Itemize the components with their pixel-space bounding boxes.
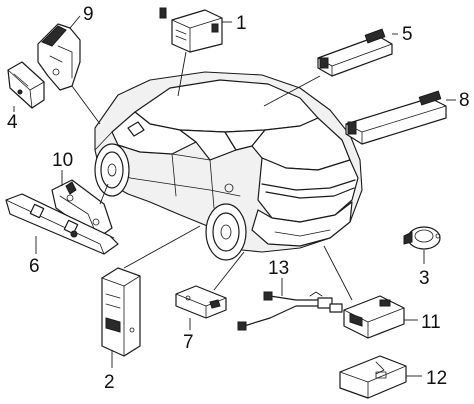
callout-8: 8: [459, 90, 470, 111]
callout-7: 7: [183, 332, 194, 353]
callout-3: 3: [419, 268, 430, 289]
part-1-control-module: [159, 7, 223, 53]
callout-6: 6: [29, 256, 40, 277]
callout-5: 5: [402, 24, 413, 45]
part-13-harness: [237, 291, 343, 331]
part-4-sensor: [7, 61, 45, 109]
part-3-sensor: [403, 226, 441, 250]
part-9-bracket-module: [37, 23, 81, 91]
leader-lines: [13, 15, 456, 377]
part-7-module: [175, 285, 227, 319]
callout-9: 9: [83, 4, 94, 25]
callout-1: 1: [236, 13, 247, 34]
part-2-module: [101, 267, 141, 357]
part-12-cover: [339, 355, 407, 399]
callout-11: 11: [421, 312, 441, 333]
callout-2: 2: [104, 372, 115, 393]
callout-4: 4: [7, 112, 18, 133]
callout-10: 10: [52, 150, 73, 171]
part-8-module: [345, 90, 447, 145]
part-6-bracket: [5, 193, 119, 255]
callout-13: 13: [268, 258, 289, 279]
callout-numbers: 1 2 3 4 5 6 7 8 9 10 11 12 13: [7, 4, 470, 393]
callout-12: 12: [426, 368, 447, 389]
part-5-module: [317, 28, 393, 77]
part-11-module: [343, 295, 405, 339]
vehicle-illustration: [94, 71, 363, 261]
